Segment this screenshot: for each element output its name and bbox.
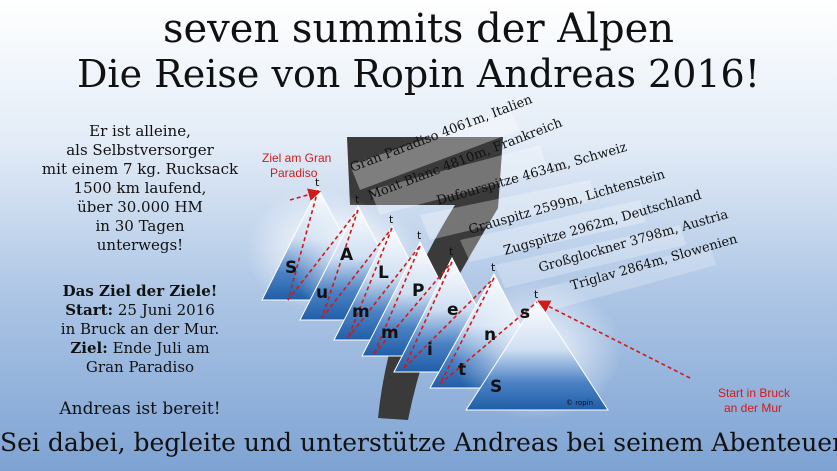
route-lines <box>287 188 691 385</box>
ready-text: Andreas ist bereit! <box>59 399 221 419</box>
note-goal-line1: Ziel am Gran <box>262 151 331 165</box>
end-line: Ziel: Ende Juli am <box>18 339 262 358</box>
intro-line: als Selbstversorger <box>66 141 214 159</box>
letter-upper: e <box>447 300 459 320</box>
start-place: in Bruck an der Mur. <box>60 320 220 338</box>
end-place: Gran Paradiso <box>85 358 195 376</box>
letter-lower: u <box>316 283 328 303</box>
letter-upper: P <box>412 281 424 301</box>
goal-text: Das Ziel der Ziele! Start: 25 Juni 2016 … <box>18 282 262 377</box>
summit-letters: S A L P e n S u m m i t s <box>285 245 530 397</box>
mountains <box>246 186 622 420</box>
peak-marker: t <box>315 176 320 189</box>
title-line-2: Die Reise von Ropin Andreas 2016! <box>76 52 761 96</box>
note-goal-line2: Paradiso <box>270 166 318 180</box>
intro-line: mit einem 7 kg. Rucksack <box>41 160 239 178</box>
intro-line: unterwegs! <box>96 236 184 254</box>
letter-upper: S <box>285 258 297 278</box>
start-label: Start: <box>65 301 114 319</box>
end-label: Ziel: <box>70 339 108 357</box>
note-start-line2: an der Mur <box>724 401 782 415</box>
intro-text: Er ist alleine, als Selbstversorger mit … <box>18 122 262 255</box>
title-line-1: seven summits der Alpen <box>162 6 675 52</box>
letter-upper: S <box>490 377 502 397</box>
copyright: © ropin <box>566 399 593 407</box>
intro-line: 1500 km laufend, <box>73 179 207 197</box>
peak-marker: t <box>534 288 539 301</box>
end-value: Ende Juli am <box>107 339 210 357</box>
mountain-7 <box>465 299 609 411</box>
intro-line: Er ist alleine, <box>89 122 191 140</box>
peak-marker: t <box>417 229 422 242</box>
peak-marker: t <box>449 245 454 258</box>
big-seven: 7 <box>0 0 10 4</box>
intro-line: über 30.000 HM <box>77 198 203 216</box>
letter-upper: A <box>340 245 354 265</box>
letter-lower: i <box>427 340 433 360</box>
peak-marker: t <box>355 193 360 206</box>
peak-markers: t t t t t t t <box>315 176 539 301</box>
peak-marker: t <box>389 213 394 226</box>
start-line: Start: 25 Juni 2016 <box>18 301 262 320</box>
note-start-line1: Start in Bruck <box>718 386 791 400</box>
letter-lower: m <box>381 323 399 343</box>
letter-lower: m <box>352 302 370 322</box>
label-beams <box>350 110 716 312</box>
goal-heading: Das Ziel der Ziele! <box>62 282 218 300</box>
letter-lower: s <box>520 303 530 323</box>
start-value: 25 Juni 2016 <box>113 301 215 319</box>
peak-marker: t <box>491 261 496 274</box>
intro-line: in 30 Tagen <box>95 217 185 235</box>
letter-upper: L <box>378 263 389 283</box>
footer-slogan: Sei dabei, begleite und unterstütze Andr… <box>0 428 837 457</box>
letter-lower: t <box>458 360 466 380</box>
letter-upper: n <box>484 325 496 345</box>
